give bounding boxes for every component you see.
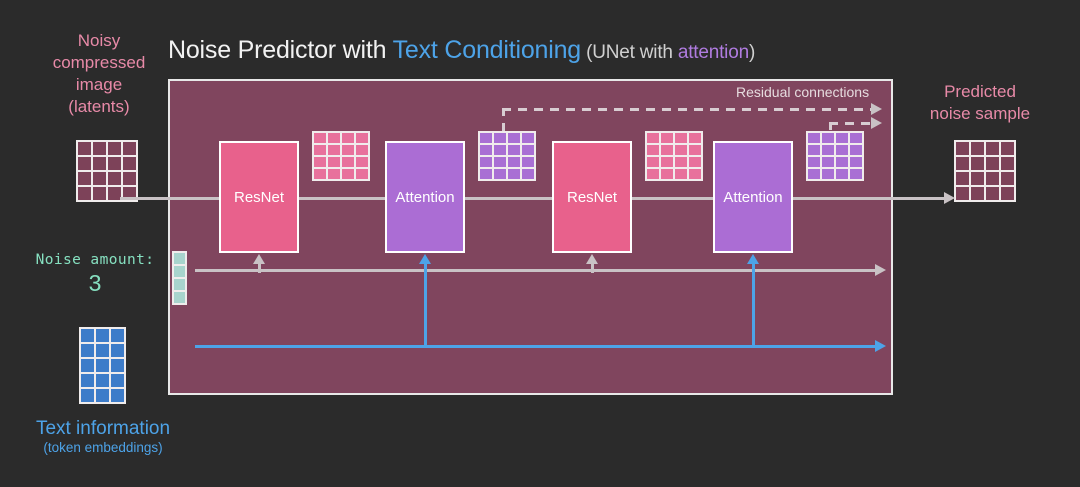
timestep-bus-arrowhead: [875, 264, 886, 276]
residual-2-horizontal: [829, 122, 872, 125]
timestep-to-resnet-1-line: [258, 261, 261, 273]
text-information-label: Text information: [35, 418, 171, 439]
residual-2-arrowhead: [871, 117, 882, 129]
attention-2-output-grid: [806, 131, 864, 181]
main-flow-line: [120, 197, 944, 200]
block-label: ResNet: [566, 188, 618, 206]
title-segment-paren-close: ): [748, 42, 756, 63]
noise-level-strip: [172, 251, 187, 305]
attention-1-output-grid: [478, 131, 536, 181]
noise-amount-label: Noise amount:: [35, 252, 155, 268]
resnet-2-output-grid: [645, 131, 703, 181]
predicted-noise-grid: [954, 140, 1016, 202]
page-title: Noise Predictor with Text Conditioning (…: [168, 36, 755, 65]
text-to-attention-2-arrowhead: [747, 254, 759, 264]
text-to-attention-1-arrowhead: [419, 254, 431, 264]
noise-amount-value: 3: [88, 270, 102, 296]
resnet-1-output-grid: [312, 131, 370, 181]
token-embeddings-grid: [79, 327, 126, 404]
residual-1-arrowhead: [871, 103, 882, 115]
residual-2-vertical: [829, 122, 832, 134]
main-flow-arrowhead: [944, 192, 955, 204]
residual-1-vertical: [502, 108, 505, 133]
text-to-attention-1-line: [424, 262, 427, 347]
block-resnet-2[interactable]: ResNet: [552, 141, 632, 253]
title-segment-attention: attention: [677, 42, 749, 63]
block-resnet-1[interactable]: ResNet: [219, 141, 299, 253]
residual-connections-label: Residual connections: [736, 84, 870, 100]
title-segment-text-cond: Text Conditioning: [392, 36, 582, 64]
text-to-attention-2-line: [752, 262, 755, 347]
token-embeddings-label: (token embeddings): [43, 440, 163, 455]
title-segment-main: Noise Predictor with: [168, 36, 393, 64]
timestep-to-resnet-2-line: [591, 261, 594, 273]
timestep-to-resnet-1-arrowhead: [253, 254, 265, 264]
block-label: Attention: [723, 188, 783, 206]
timestep-to-resnet-2-arrowhead: [586, 254, 598, 264]
block-attention-1[interactable]: Attention: [385, 141, 465, 253]
block-label: Attention: [395, 188, 455, 206]
title-segment-paren-open: (UNet with: [581, 42, 678, 63]
text-bus-arrowhead: [875, 340, 886, 352]
block-label: ResNet: [233, 188, 285, 206]
residual-1-horizontal: [502, 108, 872, 111]
text-bus-line: [195, 345, 875, 348]
latents-grid: [76, 140, 138, 202]
timestep-bus-line: [195, 269, 875, 272]
block-attention-2[interactable]: Attention: [713, 141, 793, 253]
